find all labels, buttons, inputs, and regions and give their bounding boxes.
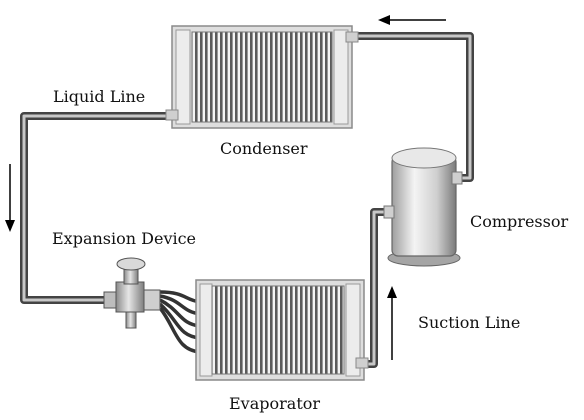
flow-arrow-top	[378, 15, 446, 25]
distributor-tubes	[158, 290, 201, 354]
evaporator-label: Evaporator	[229, 394, 321, 413]
compressor-label: Compressor	[470, 212, 569, 231]
flow-arrow-right	[387, 286, 397, 360]
suction-line-pipe	[364, 208, 392, 368]
expansion-device-label: Expansion Device	[52, 229, 197, 248]
flow-arrows	[5, 15, 446, 360]
compressor-icon	[383, 147, 463, 267]
condenser-coil	[165, 25, 359, 129]
expansion-valve-icon	[103, 257, 161, 329]
suction-line-label: Suction Line	[418, 313, 521, 332]
liquid-line-label: Liquid Line	[53, 87, 146, 106]
flow-arrow-left	[5, 164, 15, 232]
pipe-network	[20, 32, 474, 368]
evaporator-coil	[195, 279, 369, 381]
condenser-label: Condenser	[220, 139, 308, 158]
liquid-line-pipe	[20, 112, 170, 304]
